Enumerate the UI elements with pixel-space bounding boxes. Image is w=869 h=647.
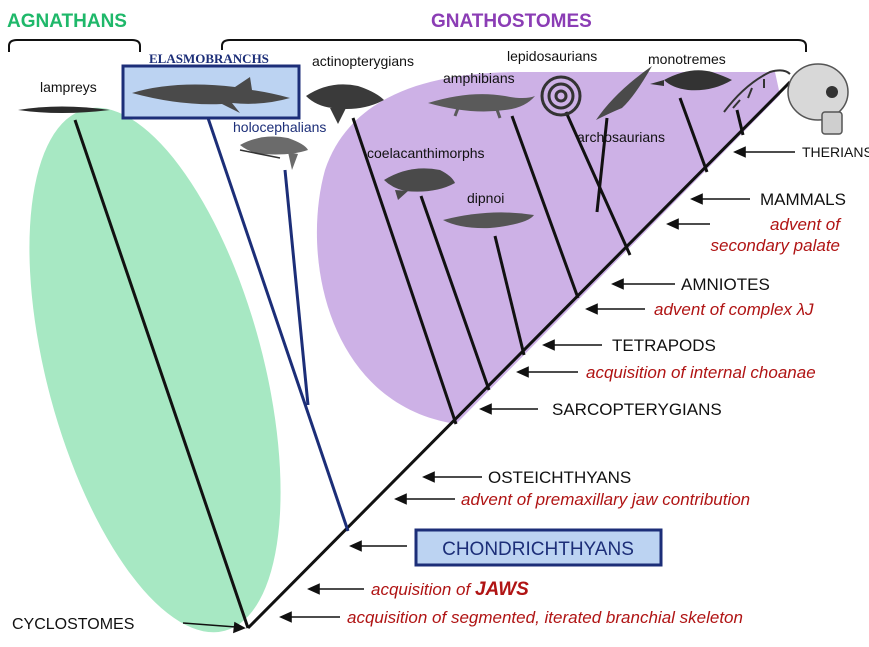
taxon-dipnoi: dipnoi <box>467 190 504 206</box>
arrow-complex-lj <box>587 305 645 314</box>
clade-amniotes: AMNIOTES <box>681 275 770 294</box>
annotation-secondary-palate-1: advent of <box>770 215 842 234</box>
annotation-jaws-word: JAWS <box>475 579 529 600</box>
arrow-amniotes <box>613 280 675 289</box>
agnathans-bracket <box>9 40 140 52</box>
branch-holocephalians <box>285 170 308 405</box>
taxon-lepidosaurians: lepidosaurians <box>507 48 597 64</box>
arrow-therians <box>735 148 795 157</box>
annotation-jaws: acquisition of JAWS <box>371 579 529 600</box>
arrow-osteichthyans <box>424 473 482 482</box>
annotation-branchial: acquisition of segmented, iterated branc… <box>347 608 743 627</box>
taxon-elasmobranchs: ELASMOBRANCHS <box>149 51 269 66</box>
arrow-chondrichthyans <box>351 542 407 551</box>
annotation-premaxillary: advent of premaxillary jaw contribution <box>461 490 750 509</box>
arrow-secondary-palate <box>668 220 710 229</box>
gnathostomes-header: GNATHOSTOMES <box>431 11 592 32</box>
human-skull-illustration <box>788 64 848 134</box>
arrow-tetrapods <box>544 341 602 350</box>
arrow-internal-choanae <box>518 368 578 377</box>
clade-osteichthyans: OSTEICHTHYANS <box>488 468 631 487</box>
taxon-holocephalians: holocephalians <box>233 119 326 135</box>
taxon-coelacanthimorphs: coelacanthimorphs <box>367 145 485 161</box>
annotation-secondary-palate-2: secondary palate <box>711 236 840 255</box>
taxon-actinopterygians: actinopterygians <box>312 53 414 69</box>
arrow-premaxillary <box>396 495 455 504</box>
annotation-internal-choanae: acquisition of internal choanae <box>586 363 816 382</box>
taxon-monotremes: monotremes <box>648 51 726 67</box>
arrow-mammals <box>692 195 750 204</box>
clade-therians: THERIANS <box>802 144 869 160</box>
annotation-jaws-prefix: acquisition of <box>371 580 475 599</box>
taxon-archosaurians: archosaurians <box>577 129 665 145</box>
arrow-branchial <box>281 613 340 622</box>
clade-chondrichthyans: CHONDRICHTHYANS <box>442 539 634 560</box>
arrow-sarcopterygians <box>481 405 538 414</box>
clade-tetrapods: TETRAPODS <box>612 336 716 355</box>
taxon-amphibians: amphibians <box>443 70 515 86</box>
chimaera-illustration <box>240 137 308 170</box>
clade-cyclostomes: CYCLOSTOMES <box>12 616 134 633</box>
taxon-lampreys: lampreys <box>40 79 97 95</box>
clade-sarcopterygians: SARCOPTERYGIANS <box>552 400 722 419</box>
arrow-jaws <box>309 585 364 594</box>
agnathan-region <box>0 81 329 647</box>
clade-mammals: MAMMALS <box>760 190 846 209</box>
agnathans-header: AGNATHANS <box>7 11 127 32</box>
annotation-complex-lj: advent of complex λJ <box>654 300 814 319</box>
